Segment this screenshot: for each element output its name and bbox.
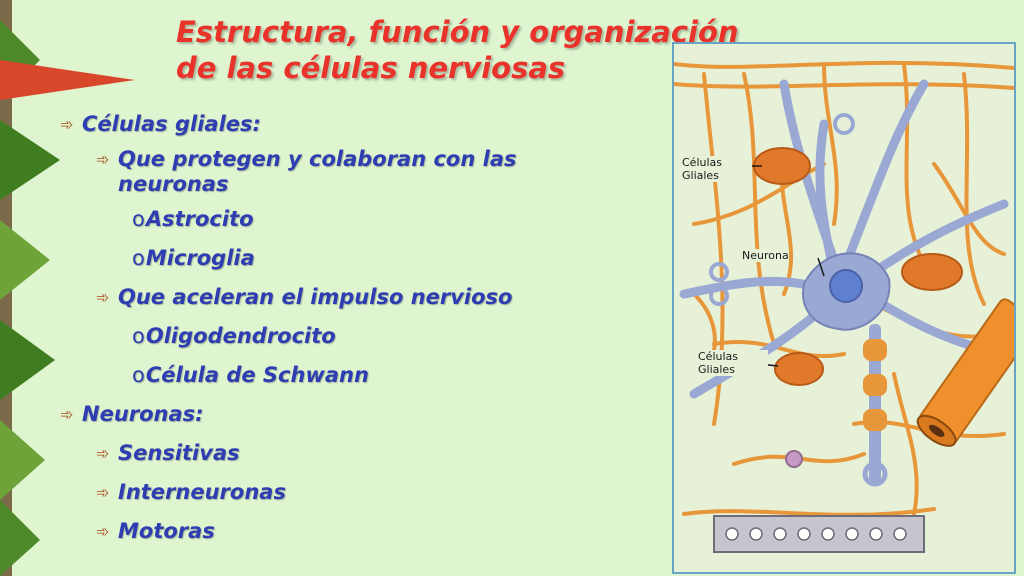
bullet-arrow-icon: ➾ <box>60 405 74 424</box>
bullet-text: Células gliales: <box>82 112 261 136</box>
bullet-text: Interneuronas <box>118 480 286 504</box>
bullet-item: oCélula de Schwann <box>60 363 588 388</box>
bullet-text: Microglia <box>145 246 255 270</box>
bullet-circle-icon: o <box>132 363 145 387</box>
bullet-arrow-icon: ➾ <box>96 522 110 541</box>
bullet-arrow-icon: ➾ <box>60 115 74 134</box>
bullet-arrow-icon: ➾ <box>96 444 110 463</box>
bullet-text: Que aceleran el impulso nervioso <box>118 285 513 309</box>
bullet-item: oMicroglia <box>60 246 588 271</box>
bullet-arrow-icon: ➾ <box>96 483 110 502</box>
bullet-item: ➾ Interneuronas <box>60 480 588 505</box>
bullet-item: ➾ Que protegen y colaboran con las neuro… <box>60 147 588 197</box>
bullet-text: Sensitivas <box>118 441 240 465</box>
bullet-item: oOligodendrocito <box>60 324 588 349</box>
label-neuron: Neurona <box>742 249 789 262</box>
decorative-leaf-shapes <box>0 20 135 576</box>
bullet-text: Oligodendrocito <box>145 324 336 348</box>
bullet-item: ➾ Neuronas: <box>60 402 588 427</box>
bullet-text: Neuronas: <box>82 402 204 426</box>
bullet-item: ➾ Sensitivas <box>60 441 588 466</box>
bullet-item: ➾ Motoras <box>60 519 588 544</box>
bullet-item: oAstrocito <box>60 207 588 232</box>
bullet-item: ➾ Células gliales: <box>60 112 588 137</box>
bullet-text: Astrocito <box>145 207 254 231</box>
bullet-circle-icon: o <box>132 324 145 348</box>
bullet-circle-icon: o <box>132 207 145 231</box>
bullet-text: Que protegen y colaboran con las neurona… <box>118 147 517 196</box>
bullet-item: ➾ Que aceleran el impulso nervioso <box>60 285 588 310</box>
bullet-arrow-icon: ➾ <box>96 288 110 307</box>
title-line-2: de las células nerviosas <box>176 51 566 85</box>
neuron-glia-illustration: Células Gliales Neurona Células Gliales <box>672 42 1016 574</box>
neuron-glia-drawing <box>674 60 1014 553</box>
label-glial-cells-bottom: Células Gliales <box>698 350 768 376</box>
slide-title: Estructura, función y organización de la… <box>176 14 739 86</box>
bullet-arrow-icon: ➾ <box>96 150 110 169</box>
title-line-1: Estructura, función y organización <box>176 15 739 49</box>
bullet-text: Motoras <box>118 519 215 543</box>
bullet-list: ➾ Células gliales: ➾ Que protegen y cola… <box>60 112 588 544</box>
label-glial-cells-top: Células Gliales <box>682 156 752 182</box>
bullet-text: Célula de Schwann <box>145 363 369 387</box>
bullet-circle-icon: o <box>132 246 145 270</box>
